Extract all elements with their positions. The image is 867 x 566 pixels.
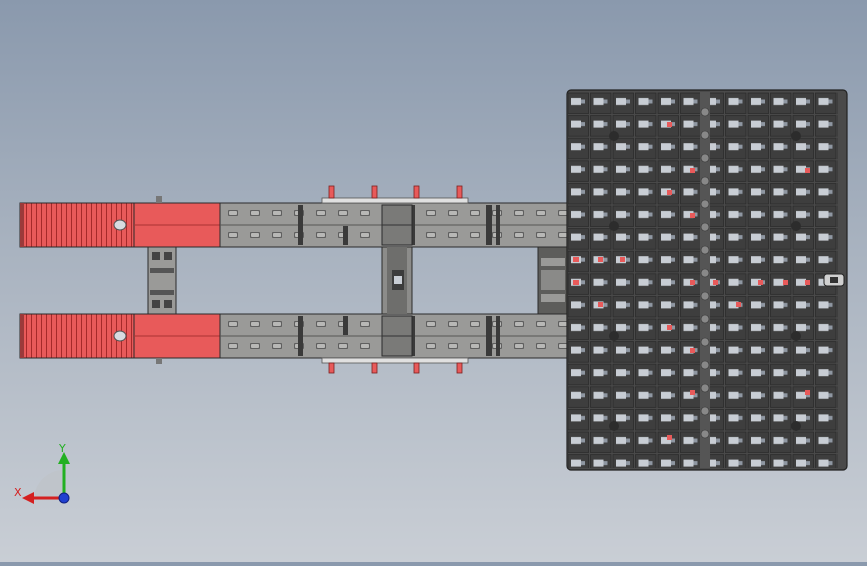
- bottom-side-rail[interactable]: [321, 357, 469, 374]
- top-side-beam[interactable]: [19, 202, 571, 248]
- x-axis-label: X: [14, 486, 22, 499]
- front-cross-member[interactable]: [147, 196, 177, 364]
- top-hitch-eye: [113, 219, 127, 231]
- z-axis-dot: [58, 492, 70, 504]
- middle-cross-member[interactable]: [381, 204, 413, 357]
- triad-arc: [34, 470, 64, 500]
- top-side-rail[interactable]: [321, 185, 469, 204]
- y-axis-label: Y: [58, 442, 66, 455]
- rear-cross-member[interactable]: [537, 246, 569, 315]
- bottom-side-beam[interactable]: [19, 313, 571, 359]
- deck-platform[interactable]: [566, 89, 848, 471]
- bottom-hitch-eye: [113, 330, 127, 342]
- coordinate-triad: Y X: [14, 440, 74, 506]
